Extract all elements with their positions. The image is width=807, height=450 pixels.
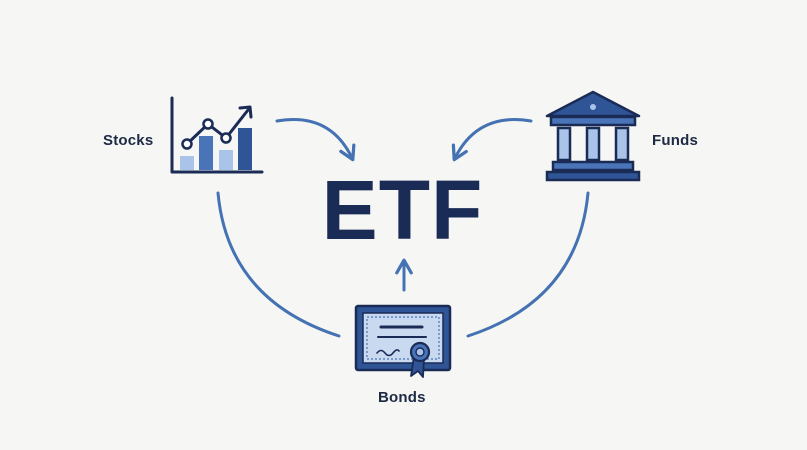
stocks-to-bonds-curve [216, 191, 341, 338]
stocks-label: Stocks [103, 132, 154, 149]
bank-building-icon [545, 90, 641, 182]
certificate-icon [354, 304, 452, 378]
bonds-label: Bonds [378, 389, 426, 406]
stocks-to-etf-arrow [275, 118, 356, 162]
funds-label: Funds [652, 132, 698, 149]
etf-title: ETF [321, 163, 484, 257]
bar-chart-icon [170, 96, 264, 174]
funds-to-etf-arrow [451, 118, 533, 162]
funds-to-bonds-curve [466, 191, 590, 338]
